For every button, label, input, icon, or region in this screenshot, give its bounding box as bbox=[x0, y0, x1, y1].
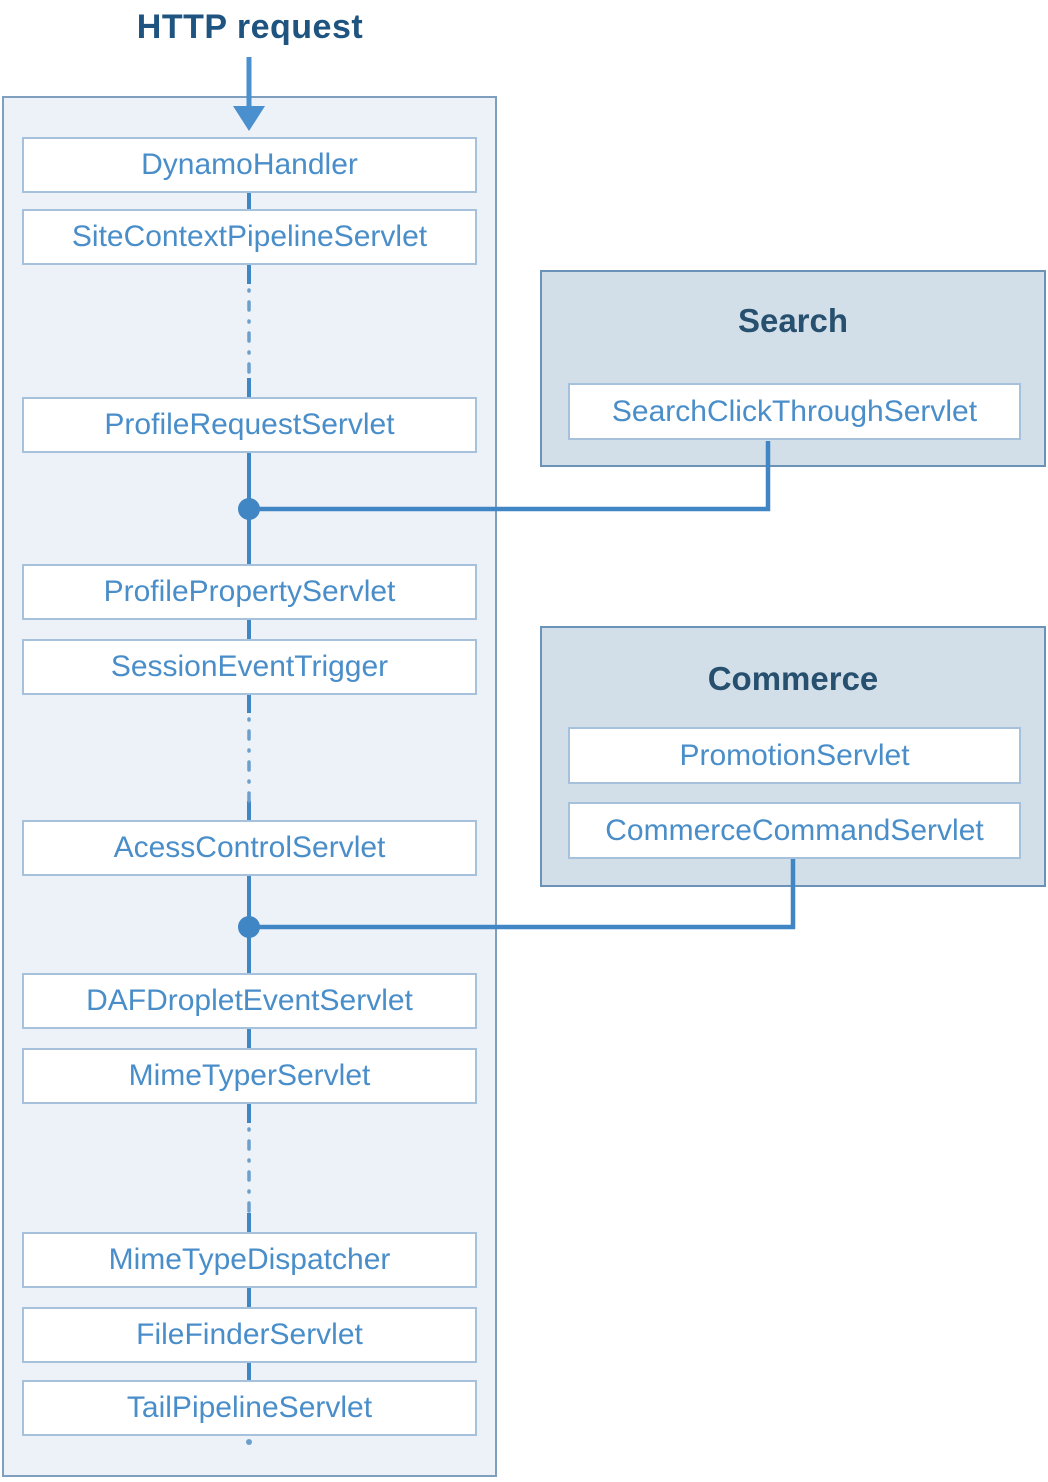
page-title: HTTP request bbox=[136, 8, 364, 46]
search-group-node: SearchClickThroughServlet bbox=[568, 383, 1021, 440]
pipeline-node: ProfileRequestServlet bbox=[22, 397, 477, 453]
pipeline-node: FileFinderServlet bbox=[22, 1307, 477, 1363]
pipeline-node: DynamoHandler bbox=[22, 137, 477, 193]
pipeline-node: MimeTypeDispatcher bbox=[22, 1232, 477, 1288]
pipeline-node: TailPipelineServlet bbox=[22, 1380, 477, 1436]
pipeline-node: MimeTyperServlet bbox=[22, 1048, 477, 1104]
commerce-group-node: PromotionServlet bbox=[568, 727, 1021, 784]
pipeline-node: SiteContextPipelineServlet bbox=[22, 209, 477, 265]
group-commerce-title: Commerce bbox=[707, 660, 879, 697]
pipeline-node: DAFDropletEventServlet bbox=[22, 973, 477, 1029]
pipeline-node: ProfilePropertyServlet bbox=[22, 564, 477, 620]
group-search-title: Search bbox=[737, 302, 849, 339]
pipeline-node: SessionEventTrigger bbox=[22, 639, 477, 695]
pipeline-node: AcessControlServlet bbox=[22, 820, 477, 876]
commerce-group-node: CommerceCommandServlet bbox=[568, 802, 1021, 859]
